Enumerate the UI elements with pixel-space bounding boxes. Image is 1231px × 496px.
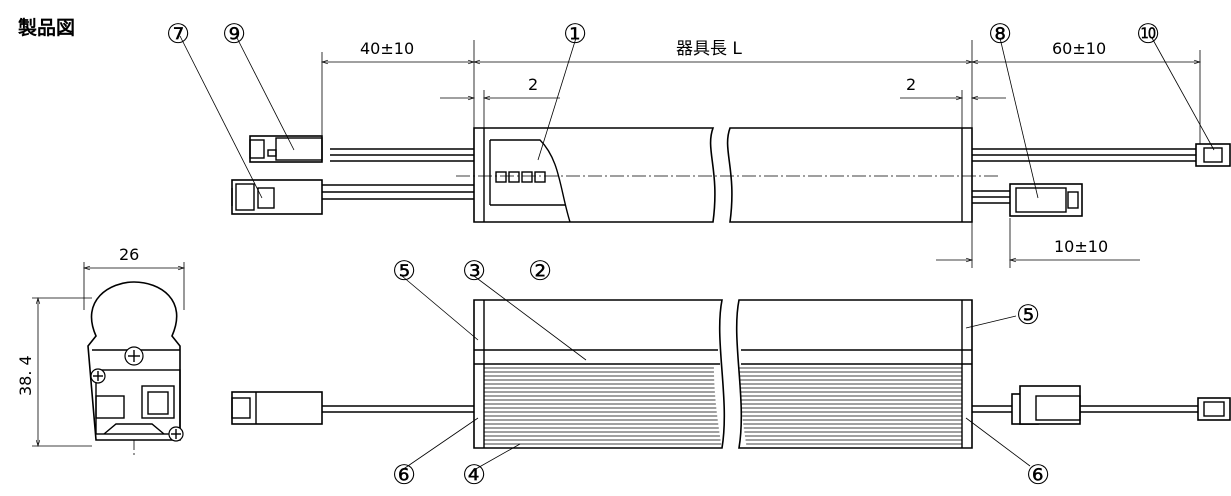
top-view: 40±10 器具長 L 60±10 2 2 — [231, 39, 1231, 268]
body-top-right — [726, 127, 973, 223]
callout-6-left: ⑥ — [392, 460, 416, 491]
callout-6-right: ⑥ — [1026, 460, 1050, 491]
front-connector-left — [231, 391, 323, 425]
body-top-left — [473, 127, 716, 223]
callout-10: ⑩ — [1136, 19, 1160, 50]
dim-right-lead: 60±10 — [1052, 39, 1106, 58]
dim-connector-offset: 10±10 — [1054, 237, 1108, 256]
callouts: ① ② ③ ④ ⑤ ⑤ ⑥ ⑥ ⑦ ⑧ ⑨ ⑩ — [166, 19, 1215, 491]
heat-fins-right — [738, 367, 962, 445]
callout-5-left: ⑤ — [392, 256, 416, 287]
dim-height: 38. 4 — [16, 355, 35, 396]
dim-width: 26 — [119, 245, 139, 264]
dim-offset-right: 2 — [906, 75, 916, 94]
callout-2: ② — [528, 256, 552, 287]
callout-7: ⑦ — [166, 19, 190, 50]
body-front-left — [473, 299, 726, 449]
callout-4: ④ — [462, 460, 486, 491]
drawing-title: 製品図 — [17, 17, 75, 39]
callout-1: ① — [563, 19, 587, 50]
dim-left-lead: 40±10 — [360, 39, 414, 58]
front-connector-10 — [1197, 397, 1231, 421]
connector-8 — [1009, 183, 1083, 217]
callout-9: ⑨ — [222, 19, 246, 50]
connector-10 — [1195, 143, 1231, 167]
callout-5-right: ⑤ — [1016, 300, 1040, 331]
callout-8: ⑧ — [988, 19, 1012, 50]
front-view — [231, 299, 1231, 449]
connector-9 — [249, 135, 323, 163]
front-connector-right — [1011, 385, 1081, 425]
heat-fins-left — [484, 367, 722, 445]
body-front-right — [735, 299, 973, 449]
end-view: 26 38. 4 — [16, 245, 186, 456]
dim-offset-left: 2 — [528, 75, 538, 94]
connector-7 — [231, 179, 323, 215]
callout-3: ③ — [462, 256, 486, 287]
dim-fixture-length: 器具長 L — [676, 39, 742, 59]
